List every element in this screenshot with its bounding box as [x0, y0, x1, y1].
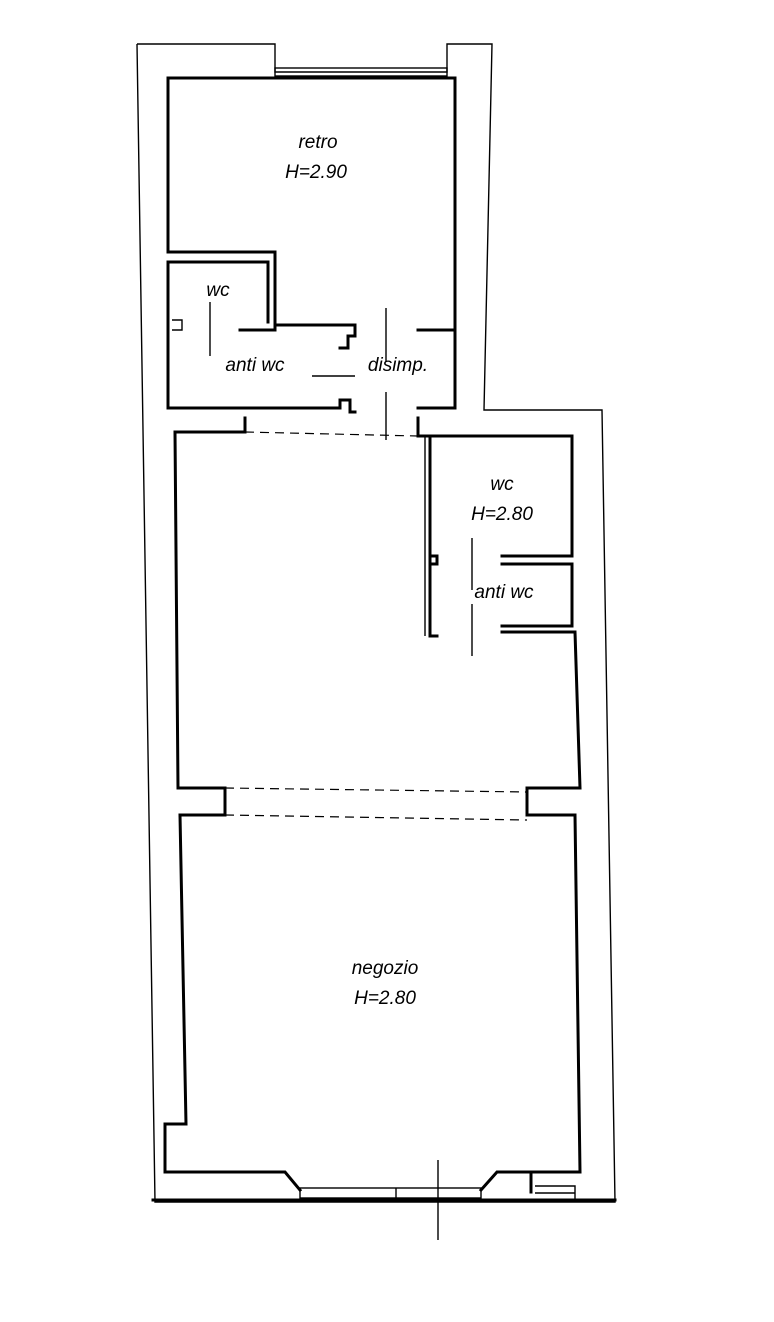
wc-top-walls: [166, 260, 270, 324]
negozio-label: negozio: [352, 958, 419, 979]
retro-wall-outline: [166, 76, 457, 332]
anti-wc-right-walls: [500, 562, 574, 628]
wc-right-height: H=2.80: [471, 504, 533, 525]
wc-top-left: [166, 260, 247, 410]
retro-left-wall: [166, 76, 277, 332]
negozio-height: H=2.80: [354, 988, 416, 1009]
top-window: [274, 67, 448, 77]
retro-height: H=2.90: [285, 162, 347, 183]
retro-label: retro: [298, 132, 337, 153]
negozio-right-wall: [529, 813, 582, 1194]
opening-negozio-bottom: [224, 814, 528, 821]
wc-right-jamb: [428, 554, 439, 566]
opening-disimp: [244, 431, 419, 437]
disimp-bottom-right: [416, 328, 457, 410]
anti-wc-right-jamb: [500, 630, 582, 817]
middle-room-left-wall: [173, 416, 247, 817]
wc-top-label: wc: [206, 280, 230, 301]
disimp-label: disimp.: [368, 355, 428, 376]
shop-window: [299, 1187, 482, 1199]
wc-top-door-jamb: [172, 319, 183, 331]
negozio-front-right: [478, 1170, 533, 1193]
wc-right-label: wc: [490, 474, 514, 495]
anti-wc-right-label: anti wc: [474, 582, 534, 603]
anti-wc-top-label: anti wc: [225, 355, 285, 376]
outer-outline: [136, 43, 616, 1203]
wc-right-walls: [428, 434, 574, 558]
disimp-bottom-wall: [243, 398, 357, 414]
middle-room-right-wall: [416, 416, 439, 638]
opening-negozio-top: [224, 787, 528, 793]
retro-partition: [238, 323, 357, 350]
negozio-left-wall: [163, 813, 303, 1193]
